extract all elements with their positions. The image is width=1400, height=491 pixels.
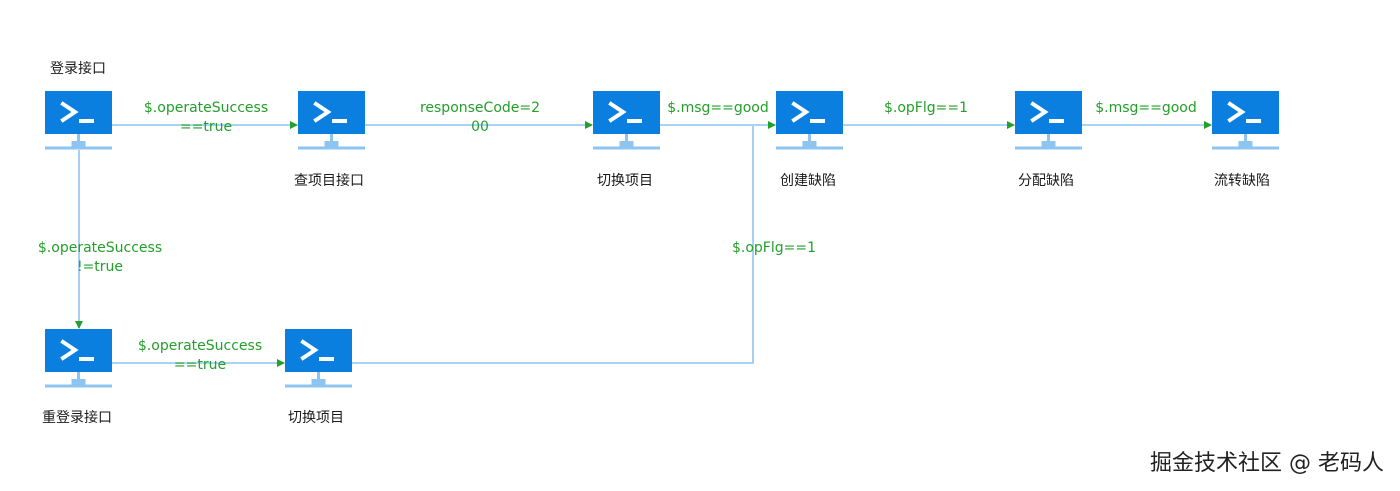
edge-label-line: $.msg==good: [667, 100, 769, 116]
network-port: [71, 379, 86, 386]
terminal-icon: [608, 101, 627, 123]
network-port: [1238, 141, 1253, 148]
terminal-icon: [1030, 101, 1049, 123]
edge-label-line: 00: [471, 119, 489, 135]
edge-label-login-to-query: $.operateSuccess ==true: [140, 99, 272, 137]
node-switch-project-top[interactable]: [593, 91, 660, 150]
terminal-box: [776, 91, 843, 134]
edge-label-line: $.operateSuccess: [143, 100, 269, 116]
edge-label-switch-to-create: $.msg==good: [666, 99, 770, 118]
edge-switch-bottom-to-create: [352, 126, 754, 364]
terminal-box: [285, 329, 352, 372]
network-port: [802, 141, 817, 148]
terminal-icon: [60, 339, 79, 361]
network-port: [311, 379, 326, 386]
cursor-bar: [319, 357, 334, 361]
cursor-bar: [332, 119, 347, 123]
node-label-create-defect: 创建缺陷: [780, 173, 836, 189]
node-label-query-project: 查项目接口: [294, 173, 364, 189]
nodes-layer: [45, 91, 1279, 388]
terminal-box: [1212, 91, 1279, 134]
node-relogin[interactable]: [45, 329, 112, 388]
node-query-project[interactable]: [298, 91, 365, 150]
edge-label-relogin-to-switch: $.operateSuccess ==true: [134, 337, 266, 375]
edge-label-query-to-switch: responseCode=2 00: [412, 99, 548, 137]
terminal-icon: [791, 101, 810, 123]
node-label-relogin: 重登录接口: [42, 410, 112, 426]
network-port: [324, 141, 339, 148]
terminal-box: [1015, 91, 1082, 134]
cursor-bar: [79, 119, 94, 123]
edge-label-assign-to-transfer: $.msg==good: [1094, 99, 1198, 118]
node-label-assign-defect: 分配缺陷: [1018, 173, 1074, 189]
edge-label-switch-bottom-to-create: $.opFlg==1: [724, 239, 824, 258]
cursor-bar: [810, 119, 825, 123]
terminal-box: [45, 329, 112, 372]
edge-label-line: !=true: [76, 259, 124, 275]
cursor-bar: [79, 357, 94, 361]
node-label-transfer-defect: 流转缺陷: [1214, 173, 1270, 189]
cursor-bar: [1246, 119, 1261, 123]
terminal-box: [593, 91, 660, 134]
edge-label-login-to-relogin: $.operateSuccess !=true: [34, 239, 166, 277]
terminal-icon: [313, 101, 332, 123]
edges-layer: [75, 121, 1212, 367]
cursor-bar: [627, 119, 642, 123]
edge-label-line: $.operateSuccess: [137, 338, 263, 354]
terminal-box: [45, 91, 112, 134]
node-switch-project-bottom[interactable]: [285, 329, 352, 388]
node-label-switch-project-top: 切换项目: [597, 173, 653, 189]
edge-label-line: $.opFlg==1: [731, 240, 816, 256]
edge-label-line: $.msg==good: [1095, 100, 1197, 116]
edge-label-create-to-assign: $.opFlg==1: [876, 99, 976, 118]
edge-label-line: responseCode=2: [419, 100, 541, 116]
terminal-icon: [1227, 101, 1246, 123]
node-assign-defect[interactable]: [1015, 91, 1082, 150]
edge-label-line: $.opFlg==1: [883, 100, 968, 116]
watermark: 掘金技术社区 @ 老码人: [1150, 451, 1384, 476]
edge-label-line: ==true: [173, 357, 227, 373]
network-port: [1041, 141, 1056, 148]
node-label-login: 登录接口: [50, 61, 106, 77]
terminal-box: [298, 91, 365, 134]
edge-label-line: $.operateSuccess: [37, 240, 163, 256]
node-label-switch-project-bottom: 切换项目: [288, 410, 344, 426]
node-login[interactable]: [45, 91, 112, 150]
node-transfer-defect[interactable]: [1212, 91, 1279, 150]
edge-label-line: ==true: [179, 119, 233, 135]
network-port: [619, 141, 634, 148]
node-create-defect[interactable]: [776, 91, 843, 150]
network-port: [71, 141, 86, 148]
terminal-icon: [300, 339, 319, 361]
terminal-icon: [60, 101, 79, 123]
cursor-bar: [1049, 119, 1064, 123]
